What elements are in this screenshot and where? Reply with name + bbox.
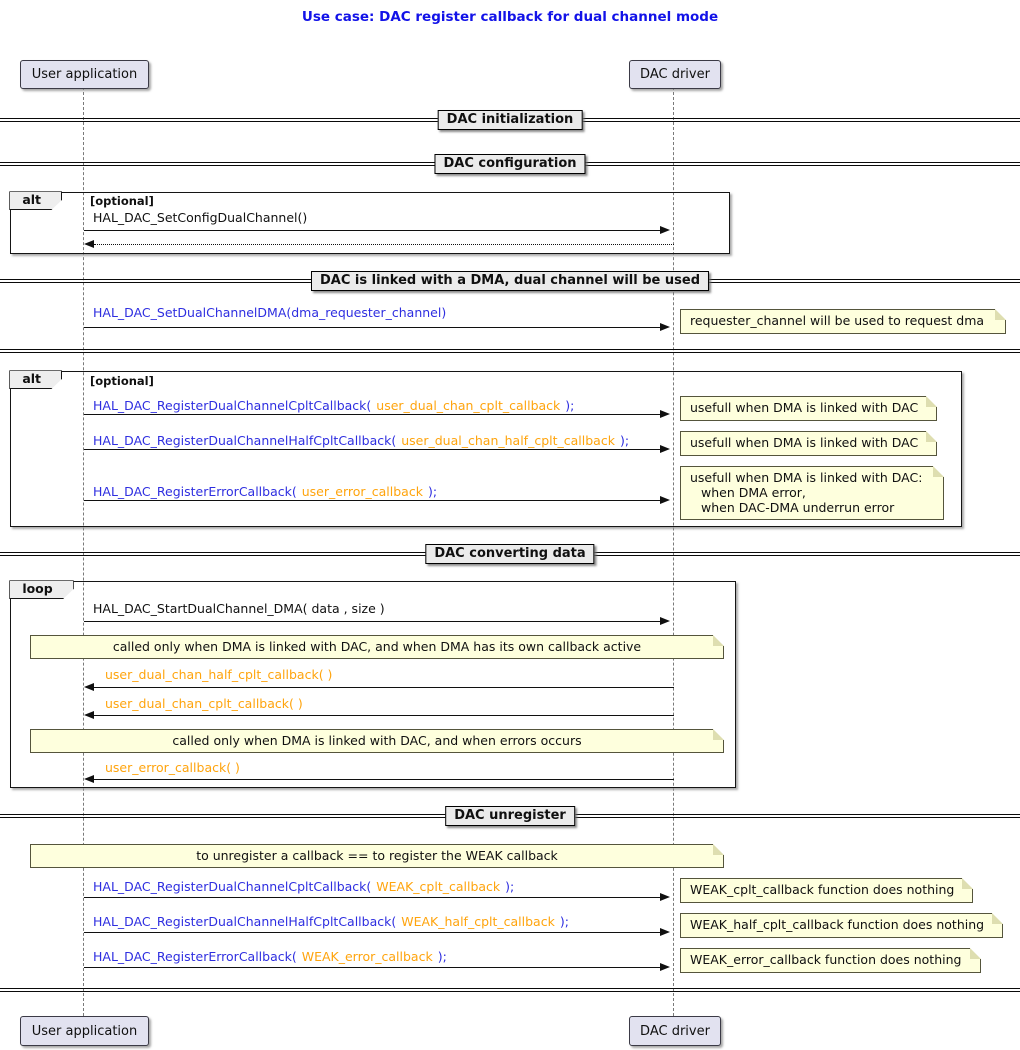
participant-user-application-bottom: User application	[20, 1016, 149, 1046]
message-register-half-cplt-callback: HAL_DAC_RegisterDualChannelHalfCpltCallb…	[93, 433, 629, 448]
note-weak-cplt-nothing: WEAK_cplt_callback function does nothing	[680, 878, 973, 903]
alt-fragment-1-guard: [optional]	[90, 194, 154, 208]
message-text: );	[619, 433, 630, 448]
loop-fragment-tab: loop	[9, 580, 73, 599]
message-line	[84, 414, 660, 415]
message-param: user_dual_chan_half_cplt_callback	[401, 433, 615, 448]
arrowhead-right-icon	[660, 496, 670, 504]
return-line	[94, 779, 674, 780]
participant-label: DAC driver	[640, 1023, 710, 1039]
arrowhead-right-icon	[660, 928, 670, 936]
diagram-title: Use case: DAC register callback for dual…	[301, 9, 719, 25]
arrowhead-right-icon	[660, 226, 670, 234]
message-line	[84, 500, 660, 501]
arrowhead-right-icon	[660, 410, 670, 418]
message-text: );	[505, 879, 515, 894]
message-line	[84, 897, 660, 898]
message-param: user_dual_chan_cplt_callback	[376, 398, 561, 413]
lifeline-dac-driver	[673, 87, 674, 1016]
message-text: HAL_DAC_RegisterErrorCallback(	[93, 484, 297, 499]
arrowhead-left-icon	[84, 711, 94, 719]
message-line	[84, 230, 660, 231]
message-set-dual-channel-dma: HAL_DAC_SetDualChannelDMA(dma_requester_…	[93, 305, 447, 320]
message-set-config: HAL_DAC_SetConfigDualChannel()	[93, 210, 308, 225]
return-line	[94, 244, 674, 245]
message-text: );	[565, 398, 575, 413]
message-text: HAL_DAC_RegisterErrorCallback(	[93, 949, 297, 964]
alt-fragment-2: alt	[10, 371, 962, 527]
message-param: WEAK_cplt_callback	[376, 879, 501, 894]
message-register-cplt-callback: HAL_DAC_RegisterDualChannelCpltCallback(…	[93, 398, 574, 413]
message-line	[84, 327, 660, 328]
alt-fragment-2-guard: [optional]	[90, 374, 154, 388]
message-register-error-callback: HAL_DAC_RegisterErrorCallback( user_error…	[93, 484, 437, 499]
message-line	[84, 932, 660, 933]
participant-label: User application	[31, 67, 138, 82]
participant-dac-driver-top: DAC driver	[629, 60, 721, 89]
message-text: HAL_DAC_RegisterDualChannelHalfCpltCallb…	[93, 433, 397, 448]
message-line	[84, 449, 660, 450]
message-start-dual-channel-dma: HAL_DAC_StartDualChannel_DMA( data , siz…	[93, 601, 385, 616]
message-cb-error: user_error_callback( )	[105, 760, 240, 775]
message-text: HAL_DAC_RegisterDualChannelCpltCallback(	[93, 398, 372, 413]
divider-dma-linked: DAC is linked with a DMA, dual channel w…	[310, 271, 710, 291]
participant-dac-driver-bottom: DAC driver	[629, 1016, 721, 1046]
message-register-weak-cplt: HAL_DAC_RegisterDualChannelCpltCallback(…	[93, 879, 514, 894]
note-called-when-errors: called only when DMA is linked with DAC,…	[30, 729, 724, 753]
message-cb-half-cplt: user_dual_chan_half_cplt_callback( )	[105, 667, 333, 682]
note-useful-error: usefull when DMA is linked with DAC: whe…	[680, 466, 944, 520]
message-line	[84, 967, 660, 968]
note-useful-cplt: usefull when DMA is linked with DAC	[680, 396, 937, 421]
divider-line	[0, 988, 1020, 992]
note-weak-error-nothing: WEAK_error_callback function does nothin…	[680, 948, 981, 973]
note-line: usefull when DMA is linked with DAC:	[690, 470, 923, 485]
message-register-weak-error: HAL_DAC_RegisterErrorCallback( WEAK_error…	[93, 949, 447, 964]
message-text: HAL_DAC_RegisterDualChannelCpltCallback(	[93, 879, 372, 894]
divider-dac-converting: DAC converting data	[425, 544, 595, 564]
message-text: );	[427, 484, 438, 499]
loop-fragment: loop	[10, 581, 736, 788]
note-useful-half-cplt: usefull when DMA is linked with DAC	[680, 431, 937, 456]
message-text: HAL_DAC_RegisterDualChannelHalfCpltCallb…	[93, 914, 397, 929]
lifeline-user-application	[83, 87, 84, 1016]
note-unregister-equals-weak: to unregister a callback == to register …	[30, 844, 724, 868]
note-line: when DMA error,	[701, 485, 806, 500]
participant-user-application-top: User application	[20, 60, 149, 89]
message-param: WEAK_half_cplt_callback	[401, 914, 555, 929]
divider-line	[0, 349, 1020, 353]
message-text: );	[437, 949, 447, 964]
alt-fragment-1: alt	[10, 192, 730, 254]
arrowhead-right-icon	[660, 445, 670, 453]
alt-fragment-1-tab: alt	[9, 191, 62, 210]
message-cb-cplt: user_dual_chan_cplt_callback( )	[105, 696, 303, 711]
arrowhead-left-icon	[84, 775, 94, 783]
divider-dac-unregister: DAC unregister	[445, 806, 575, 826]
message-param: WEAK_error_callback	[301, 949, 433, 964]
return-line	[94, 715, 674, 716]
participant-label: User application	[31, 1023, 138, 1039]
message-line	[84, 621, 660, 622]
arrowhead-left-icon	[84, 240, 94, 248]
note-called-when-callback-active: called only when DMA is linked with DAC,…	[30, 635, 724, 659]
arrowhead-right-icon	[660, 963, 670, 971]
participant-label: DAC driver	[640, 67, 710, 82]
return-line	[94, 687, 674, 688]
message-text: );	[559, 914, 569, 929]
arrowhead-right-icon	[660, 323, 670, 331]
note-line: when DAC-DMA underrun error	[701, 500, 895, 515]
note-requester-channel: requester_channel will be used to reques…	[680, 309, 1006, 334]
arrowhead-left-icon	[84, 683, 94, 691]
message-register-weak-half: HAL_DAC_RegisterDualChannelHalfCpltCallb…	[93, 914, 569, 929]
divider-dac-initialization: DAC initialization	[437, 110, 583, 130]
note-weak-half-nothing: WEAK_half_cplt_callback function does no…	[680, 913, 1003, 938]
arrowhead-right-icon	[660, 893, 670, 901]
divider-dac-configuration: DAC configuration	[434, 154, 586, 174]
arrowhead-right-icon	[660, 617, 670, 625]
message-param: user_error_callback	[301, 484, 423, 499]
alt-fragment-2-tab: alt	[9, 370, 62, 389]
